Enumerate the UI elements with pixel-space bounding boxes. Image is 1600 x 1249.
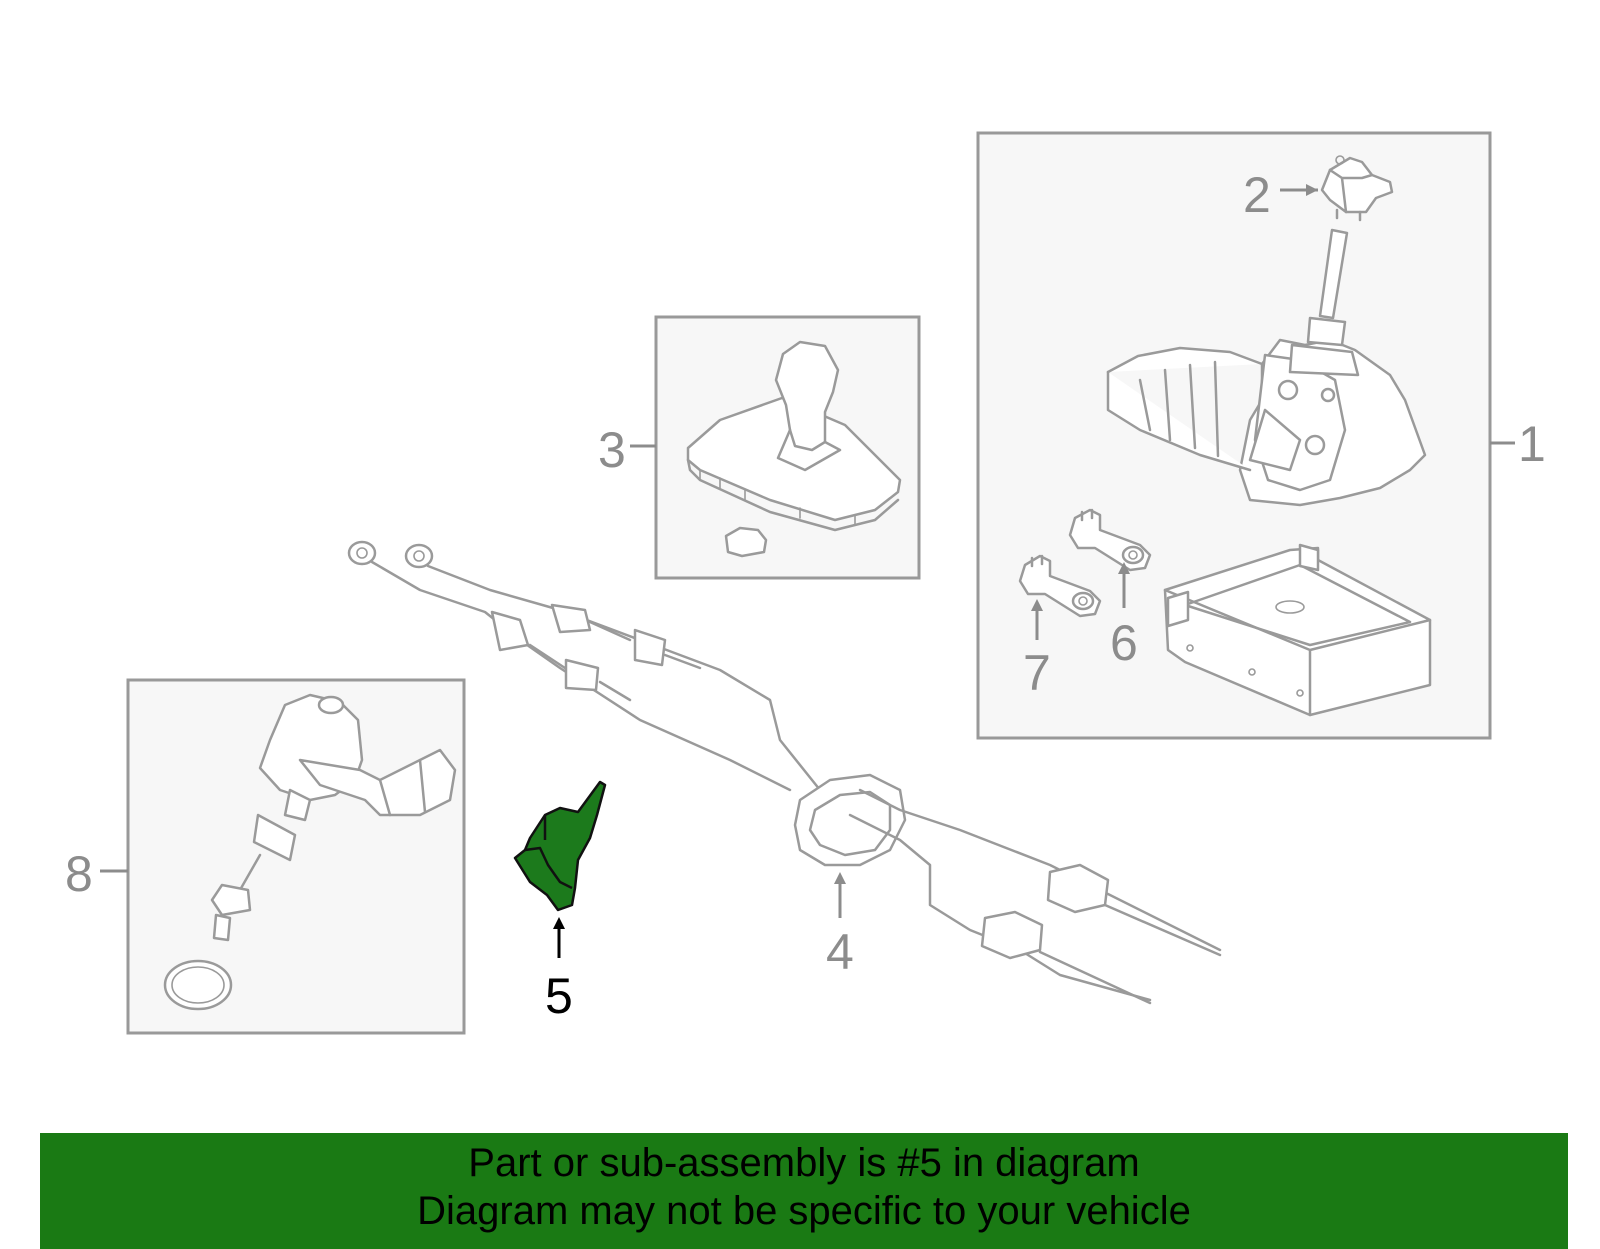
callout-label-4: 4: [826, 924, 854, 980]
part-1-shifter-assembly[interactable]: [976, 131, 1492, 740]
part-5-bracket-highlighted[interactable]: [513, 780, 607, 912]
part-4-shift-cables[interactable]: [347, 540, 1222, 1005]
part-2-switch[interactable]: [1320, 155, 1394, 222]
part-6-sensor[interactable]: [1068, 508, 1152, 572]
callout-label-1: 1: [1518, 416, 1546, 472]
part-8-selector-assembly[interactable]: [126, 678, 466, 1035]
callout-label-5: 5: [545, 968, 573, 1024]
callout-label-8: 8: [65, 846, 93, 902]
callout-1: 1: [1490, 416, 1546, 472]
banner-line-2: Diagram may not be specific to your vehi…: [417, 1189, 1191, 1233]
callout-8: 8: [65, 846, 128, 902]
info-banner: Part or sub-assembly is #5 in diagram Di…: [40, 1133, 1568, 1249]
callout-label-7: 7: [1023, 645, 1051, 701]
callout-label-2: 2: [1243, 167, 1271, 223]
callout-2: 2: [1243, 167, 1318, 223]
callout-3: 3: [598, 422, 656, 478]
callout-6: 6: [1110, 562, 1138, 671]
callout-label-3: 3: [598, 422, 626, 478]
part-7-sensor[interactable]: [1018, 554, 1102, 618]
callout-4: 4: [826, 872, 854, 980]
callout-label-6: 6: [1110, 615, 1138, 671]
callout-5: 5: [545, 917, 573, 1024]
banner-line-1: Part or sub-assembly is #5 in diagram: [468, 1141, 1140, 1185]
part-3-knob-boot[interactable]: [654, 315, 921, 580]
callout-7: 7: [1023, 599, 1051, 701]
